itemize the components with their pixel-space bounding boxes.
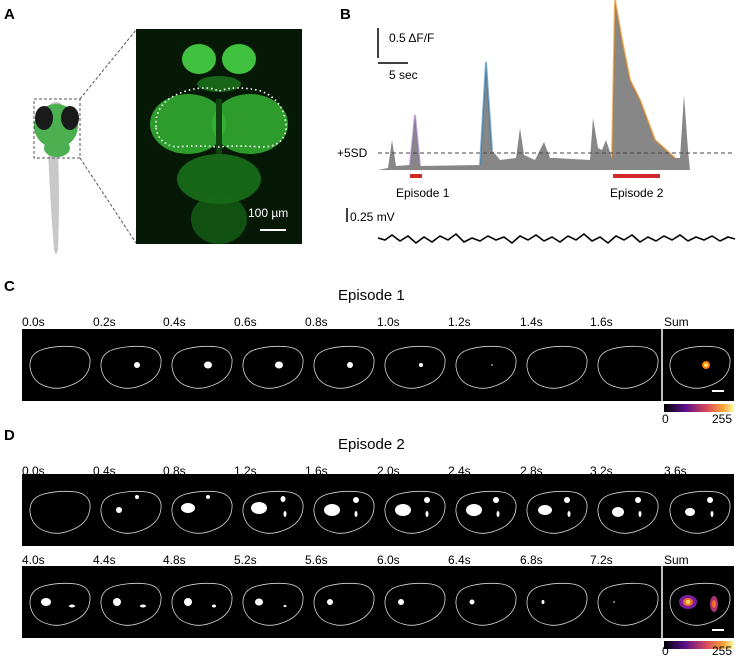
episode2-frames-row2 — [22, 566, 734, 638]
episode1-colorbar — [664, 404, 734, 412]
sum-label: Sum — [664, 553, 689, 567]
fish-schematic — [33, 29, 137, 255]
brain-scale-label: 100 µm — [248, 206, 289, 220]
episode1-bar — [410, 174, 422, 178]
time-label: 5.6s — [305, 553, 328, 567]
time-label: 6.8s — [520, 553, 543, 567]
time-label: 7.2s — [590, 553, 613, 567]
cbar2-max: 255 — [712, 644, 733, 658]
time-label: 5.2s — [234, 553, 257, 567]
episode2-colorbar — [664, 641, 734, 649]
mv-scale-label: 0.25 mV — [350, 210, 395, 224]
ephys-trace — [377, 232, 736, 245]
time-label: 1.4s — [520, 315, 543, 329]
time-label: 4.4s — [93, 553, 116, 567]
calcium-traces — [378, 0, 690, 170]
time-label: 0.4s — [163, 315, 186, 329]
time-label: 0.2s — [93, 315, 116, 329]
cbar2-min: 0 — [662, 644, 669, 658]
panel-a-label: A — [4, 6, 15, 23]
time-label: 1.2s — [448, 315, 471, 329]
episode2-bar — [613, 174, 660, 178]
cbar-min: 0 — [662, 412, 669, 426]
df-scale-label: 0.5 ΔF/F — [389, 31, 435, 45]
episode1-title: Episode 1 — [338, 287, 405, 304]
time-scale-label: 5 sec — [389, 68, 418, 82]
time-label: 6.0s — [377, 553, 400, 567]
time-label: 1.0s — [377, 315, 400, 329]
episode2-label: Episode 2 — [610, 186, 664, 200]
calcium-trace-plot — [346, 0, 736, 245]
cbar-max: 255 — [712, 412, 733, 426]
time-label: 0.8s — [305, 315, 328, 329]
time-label: 0.0s — [22, 315, 45, 329]
episode2-time-labels-row2: 4.0s 4.4s 4.8s 5.2s 5.6s 6.0s 6.4s 6.8s … — [0, 553, 736, 569]
time-label: 4.8s — [163, 553, 186, 567]
episode1-frames-strip — [22, 329, 734, 401]
panel-d-label: D — [4, 427, 15, 444]
time-label: 6.4s — [448, 553, 471, 567]
panel-b-label: B — [340, 6, 351, 23]
brain-fluorescence-image — [136, 29, 302, 244]
episode1-time-labels: 0.0s 0.2s 0.4s 0.6s 0.8s 1.0s 1.2s 1.4s … — [0, 315, 736, 331]
time-label: 1.6s — [590, 315, 613, 329]
sum-label: Sum — [664, 315, 689, 329]
time-label: 0.6s — [234, 315, 257, 329]
threshold-label: +5SD — [337, 146, 368, 160]
panel-c-label: C — [4, 278, 15, 295]
episode2-frames-row1 — [22, 474, 734, 546]
time-label: 4.0s — [22, 553, 45, 567]
episode1-label: Episode 1 — [396, 186, 450, 200]
episode2-title: Episode 2 — [338, 436, 405, 453]
